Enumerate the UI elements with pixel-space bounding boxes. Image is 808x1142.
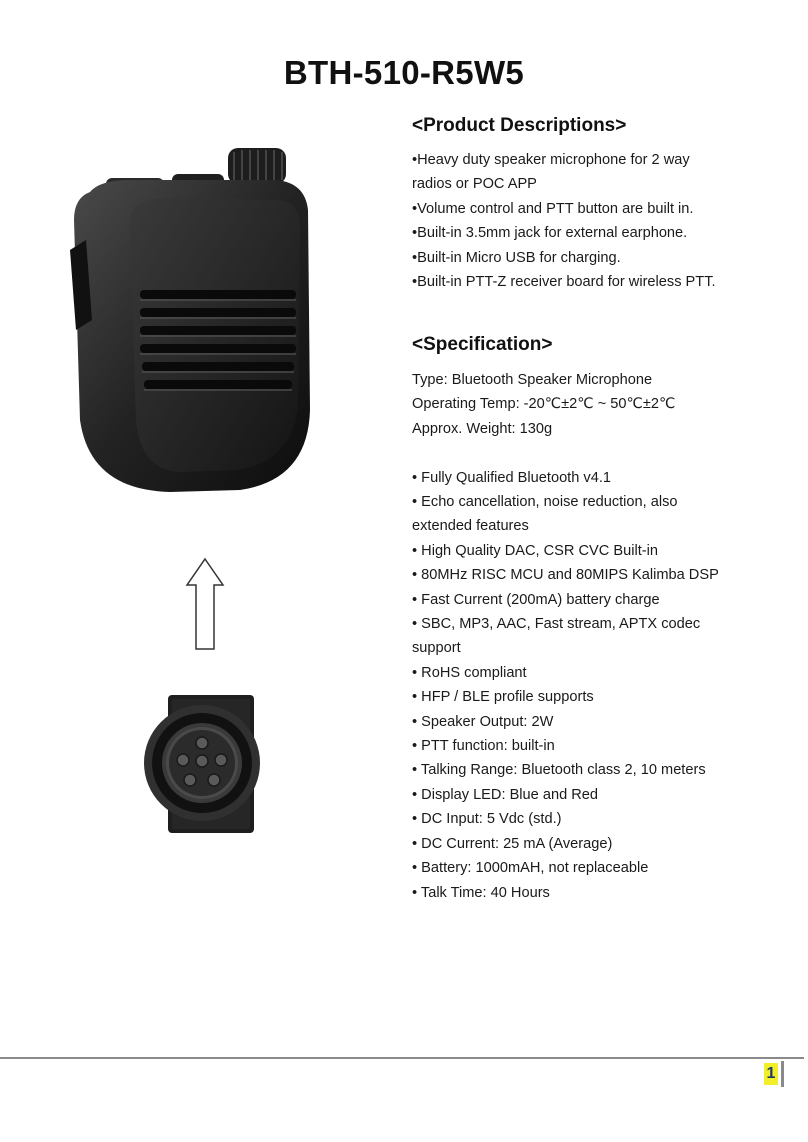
feature-line: • Fully Qualified Bluetooth v4.1 xyxy=(412,469,611,486)
arrow-up-icon xyxy=(185,557,225,650)
product-descriptions-heading: <Product Descriptions> xyxy=(412,115,627,136)
description-line: radios or POC APP xyxy=(412,176,537,193)
page-number: 1 xyxy=(764,1063,778,1085)
feature-line: • SBC, MP3, AAC, Fast stream, APTX codec xyxy=(412,616,701,633)
feature-line: • RoHS compliant xyxy=(412,664,527,681)
description-line: •Heavy duty speaker microphone for 2 way xyxy=(412,152,690,168)
feature-line: • Speaker Output: 2W xyxy=(412,713,554,730)
feature-line: extended features xyxy=(412,518,529,535)
feature-line: • Talk Time: 40 Hours xyxy=(412,884,550,901)
feature-line: • Echo cancellation, noise reduction, al… xyxy=(412,494,678,511)
connector-image xyxy=(144,695,260,833)
feature-line: • Fast Current (200mA) battery charge xyxy=(412,591,660,608)
feature-line: • HFP / BLE profile supports xyxy=(412,689,594,706)
description-line: •Built-in PTT-Z receiver board for wirel… xyxy=(412,274,716,291)
product-descriptions-list: •Heavy duty speaker microphone for 2 way… xyxy=(412,148,802,294)
page-number-bar xyxy=(781,1061,784,1087)
feature-line: • 80MHz RISC MCU and 80MIPS Kalimba DSP xyxy=(412,567,719,584)
feature-line: • DC Current: 25 mA (Average) xyxy=(412,835,613,852)
description-line: •Built-in Micro USB for charging. xyxy=(412,249,621,266)
specification-section: <Specification> Type: Bluetooth Speaker … xyxy=(412,334,802,905)
feature-line: • Talking Range: Bluetooth class 2, 10 m… xyxy=(412,762,706,779)
spec-line: Approx. Weight: 130g xyxy=(412,420,553,437)
footer-divider xyxy=(0,1057,804,1059)
spec-line: Operating Temp: -20℃±2℃ ~ 50℃±2℃ xyxy=(412,396,676,413)
feature-line: support xyxy=(412,640,461,657)
spec-line: Type: Bluetooth Speaker Microphone xyxy=(412,372,653,388)
feature-line: • High Quality DAC, CSR CVC Built-in xyxy=(412,542,658,559)
feature-line: • Battery: 1000mAH, not replaceable xyxy=(412,860,649,877)
product-descriptions-section: <Product Descriptions> •Heavy duty speak… xyxy=(412,115,802,294)
specification-heading: <Specification> xyxy=(412,334,553,355)
feature-line: • PTT function: built-in xyxy=(412,738,555,755)
description-line: •Built-in 3.5mm jack for external earpho… xyxy=(412,225,688,242)
feature-line: • Display LED: Blue and Red xyxy=(412,786,599,803)
spec-spacer xyxy=(412,441,802,465)
page-title: BTH-510-R5W5 xyxy=(283,54,525,91)
specification-list: Type: Bluetooth Speaker Microphone Opera… xyxy=(412,368,802,905)
feature-line: • DC Input: 5 Vdc (std.) xyxy=(412,811,562,828)
speaker-microphone-image xyxy=(70,148,310,492)
description-line: •Volume control and PTT button are built… xyxy=(412,200,694,217)
